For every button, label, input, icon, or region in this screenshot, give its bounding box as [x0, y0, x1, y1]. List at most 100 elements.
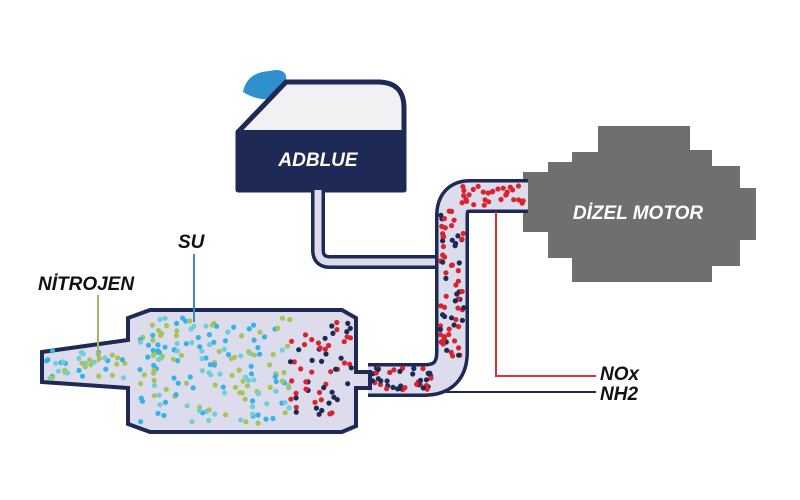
particle	[303, 379, 309, 385]
particle	[183, 341, 189, 347]
particle	[211, 362, 218, 368]
particle	[248, 363, 254, 369]
particle	[96, 373, 102, 379]
particle	[486, 199, 492, 205]
particle	[302, 332, 309, 338]
particle	[87, 357, 93, 363]
particle	[341, 339, 347, 345]
particle	[211, 339, 217, 345]
particle	[250, 411, 256, 417]
particle	[189, 419, 195, 425]
particle	[318, 397, 324, 403]
particle	[220, 384, 226, 390]
particle	[221, 346, 227, 352]
particle	[151, 377, 157, 384]
nox-label: NOx	[600, 364, 641, 385]
particle	[279, 315, 286, 321]
particle	[443, 270, 449, 276]
particle	[212, 411, 218, 417]
particle	[448, 349, 454, 355]
particle	[446, 331, 452, 338]
particle	[459, 317, 465, 323]
particle	[321, 385, 327, 391]
particle	[183, 380, 190, 386]
particle	[157, 316, 163, 322]
particle	[109, 372, 116, 378]
particle	[120, 375, 127, 381]
particle	[284, 343, 291, 349]
particle	[237, 390, 243, 396]
particle	[425, 370, 431, 376]
particle	[286, 405, 292, 411]
adblue-tank-icon: ADBLUE	[235, 70, 407, 193]
particle	[387, 369, 393, 376]
particle	[298, 366, 304, 372]
particle	[449, 262, 455, 268]
particle	[60, 359, 66, 365]
particle	[155, 342, 161, 348]
particle	[293, 404, 299, 410]
particle	[255, 345, 261, 351]
particle	[456, 352, 462, 358]
particle	[440, 243, 446, 250]
particle	[453, 240, 459, 247]
particle	[174, 340, 180, 347]
particle	[272, 374, 278, 380]
particle	[229, 372, 235, 378]
particle	[187, 374, 193, 380]
particle	[329, 389, 335, 395]
particle	[330, 330, 336, 336]
particle	[500, 185, 506, 191]
particle	[222, 412, 229, 418]
particle	[214, 323, 220, 329]
particle	[312, 399, 318, 405]
particle	[288, 396, 294, 402]
particle	[270, 351, 276, 358]
particle	[334, 319, 340, 326]
particle	[315, 340, 322, 346]
particle	[414, 381, 420, 387]
particle	[303, 386, 309, 392]
particle	[184, 403, 190, 409]
particle	[155, 348, 161, 354]
particle	[55, 368, 62, 374]
particle	[216, 348, 222, 354]
particle	[402, 385, 408, 391]
particle	[175, 380, 181, 386]
particle	[282, 410, 288, 416]
particle	[291, 359, 297, 365]
particle	[451, 217, 457, 223]
particle	[391, 367, 397, 373]
particle	[485, 190, 491, 196]
particle	[327, 411, 333, 417]
particle	[341, 360, 348, 366]
particle	[225, 329, 231, 335]
particle	[440, 259, 446, 265]
diesel-engine-icon: DİZEL MOTOR	[523, 126, 756, 282]
particle	[516, 197, 522, 203]
particle	[498, 196, 504, 203]
particle	[217, 371, 223, 377]
particle	[452, 298, 458, 304]
particle	[461, 305, 467, 311]
particle	[397, 368, 403, 374]
particle	[511, 197, 517, 203]
particle	[293, 409, 299, 415]
particle	[222, 390, 228, 396]
particle	[319, 358, 325, 364]
particle	[79, 360, 85, 366]
particle	[249, 403, 256, 410]
particle	[326, 400, 332, 406]
particle	[189, 340, 195, 346]
particle	[251, 337, 257, 343]
particle	[448, 315, 455, 321]
particle	[243, 419, 249, 425]
particle	[232, 384, 239, 390]
particle	[190, 385, 196, 391]
particle	[345, 381, 351, 387]
particle	[196, 404, 203, 410]
particle	[244, 383, 251, 389]
water-label: SU	[178, 232, 206, 253]
particle	[236, 367, 242, 373]
